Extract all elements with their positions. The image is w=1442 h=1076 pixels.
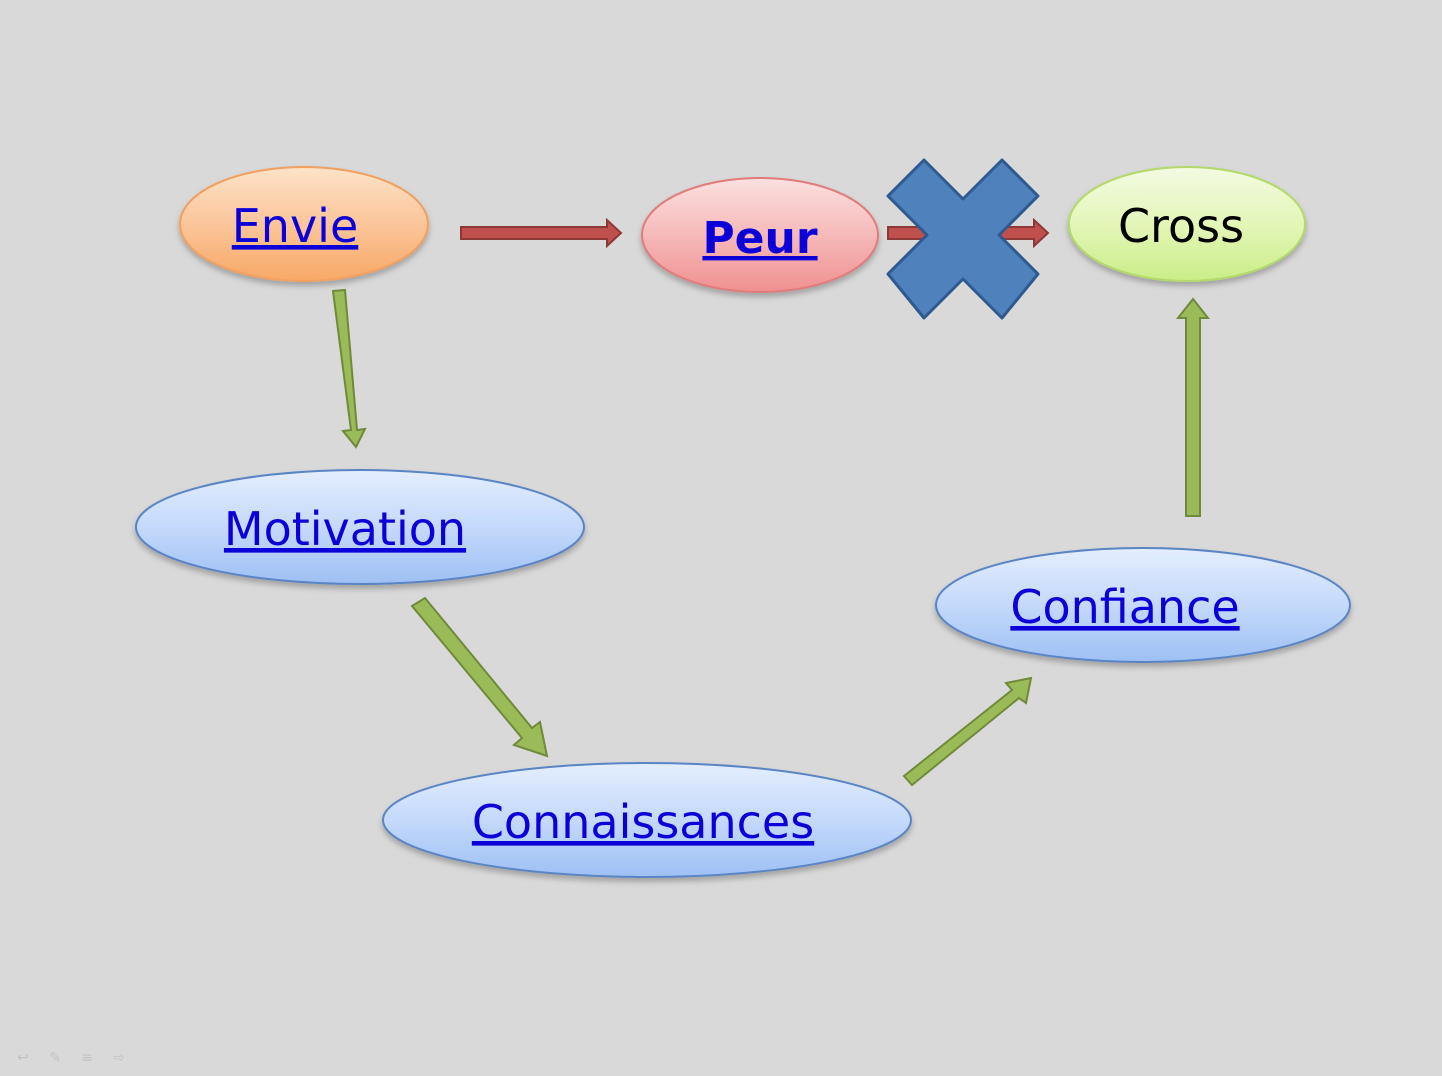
node-motivation-label[interactable]: Motivation [224, 502, 466, 556]
pen-icon[interactable]: ✎ [49, 1050, 61, 1066]
previous-icon[interactable]: ↩ [17, 1050, 29, 1066]
arrow-connaissances-to-confiance [902, 676, 1033, 787]
x-cross-icon [886, 158, 1040, 320]
arrow-confiance-to-cross [1175, 297, 1211, 517]
node-confiance-label[interactable]: Confiance [1010, 580, 1239, 634]
next-icon[interactable]: ⇨ [113, 1050, 125, 1066]
slideshow-controls: ↩ ✎ ≡ ⇨ [12, 1050, 130, 1066]
node-connaissances[interactable]: Connaissances [382, 762, 912, 878]
arrow-envie-to-motivation [331, 288, 367, 449]
node-envie-label[interactable]: Envie [232, 199, 359, 253]
menu-icon[interactable]: ≡ [81, 1050, 93, 1066]
arrow-motivation-to-connaissances [410, 596, 549, 758]
node-cross: Cross [1068, 166, 1306, 282]
arrow-envie-to-peur [460, 217, 623, 249]
node-peur-label[interactable]: Peur [702, 213, 817, 264]
node-peur[interactable]: Peur [641, 177, 879, 293]
node-connaissances-label[interactable]: Connaissances [472, 795, 814, 849]
node-motivation[interactable]: Motivation [135, 469, 585, 585]
node-cross-label: Cross [1118, 199, 1244, 253]
node-confiance[interactable]: Confiance [935, 547, 1351, 663]
node-envie[interactable]: Envie [179, 166, 429, 282]
